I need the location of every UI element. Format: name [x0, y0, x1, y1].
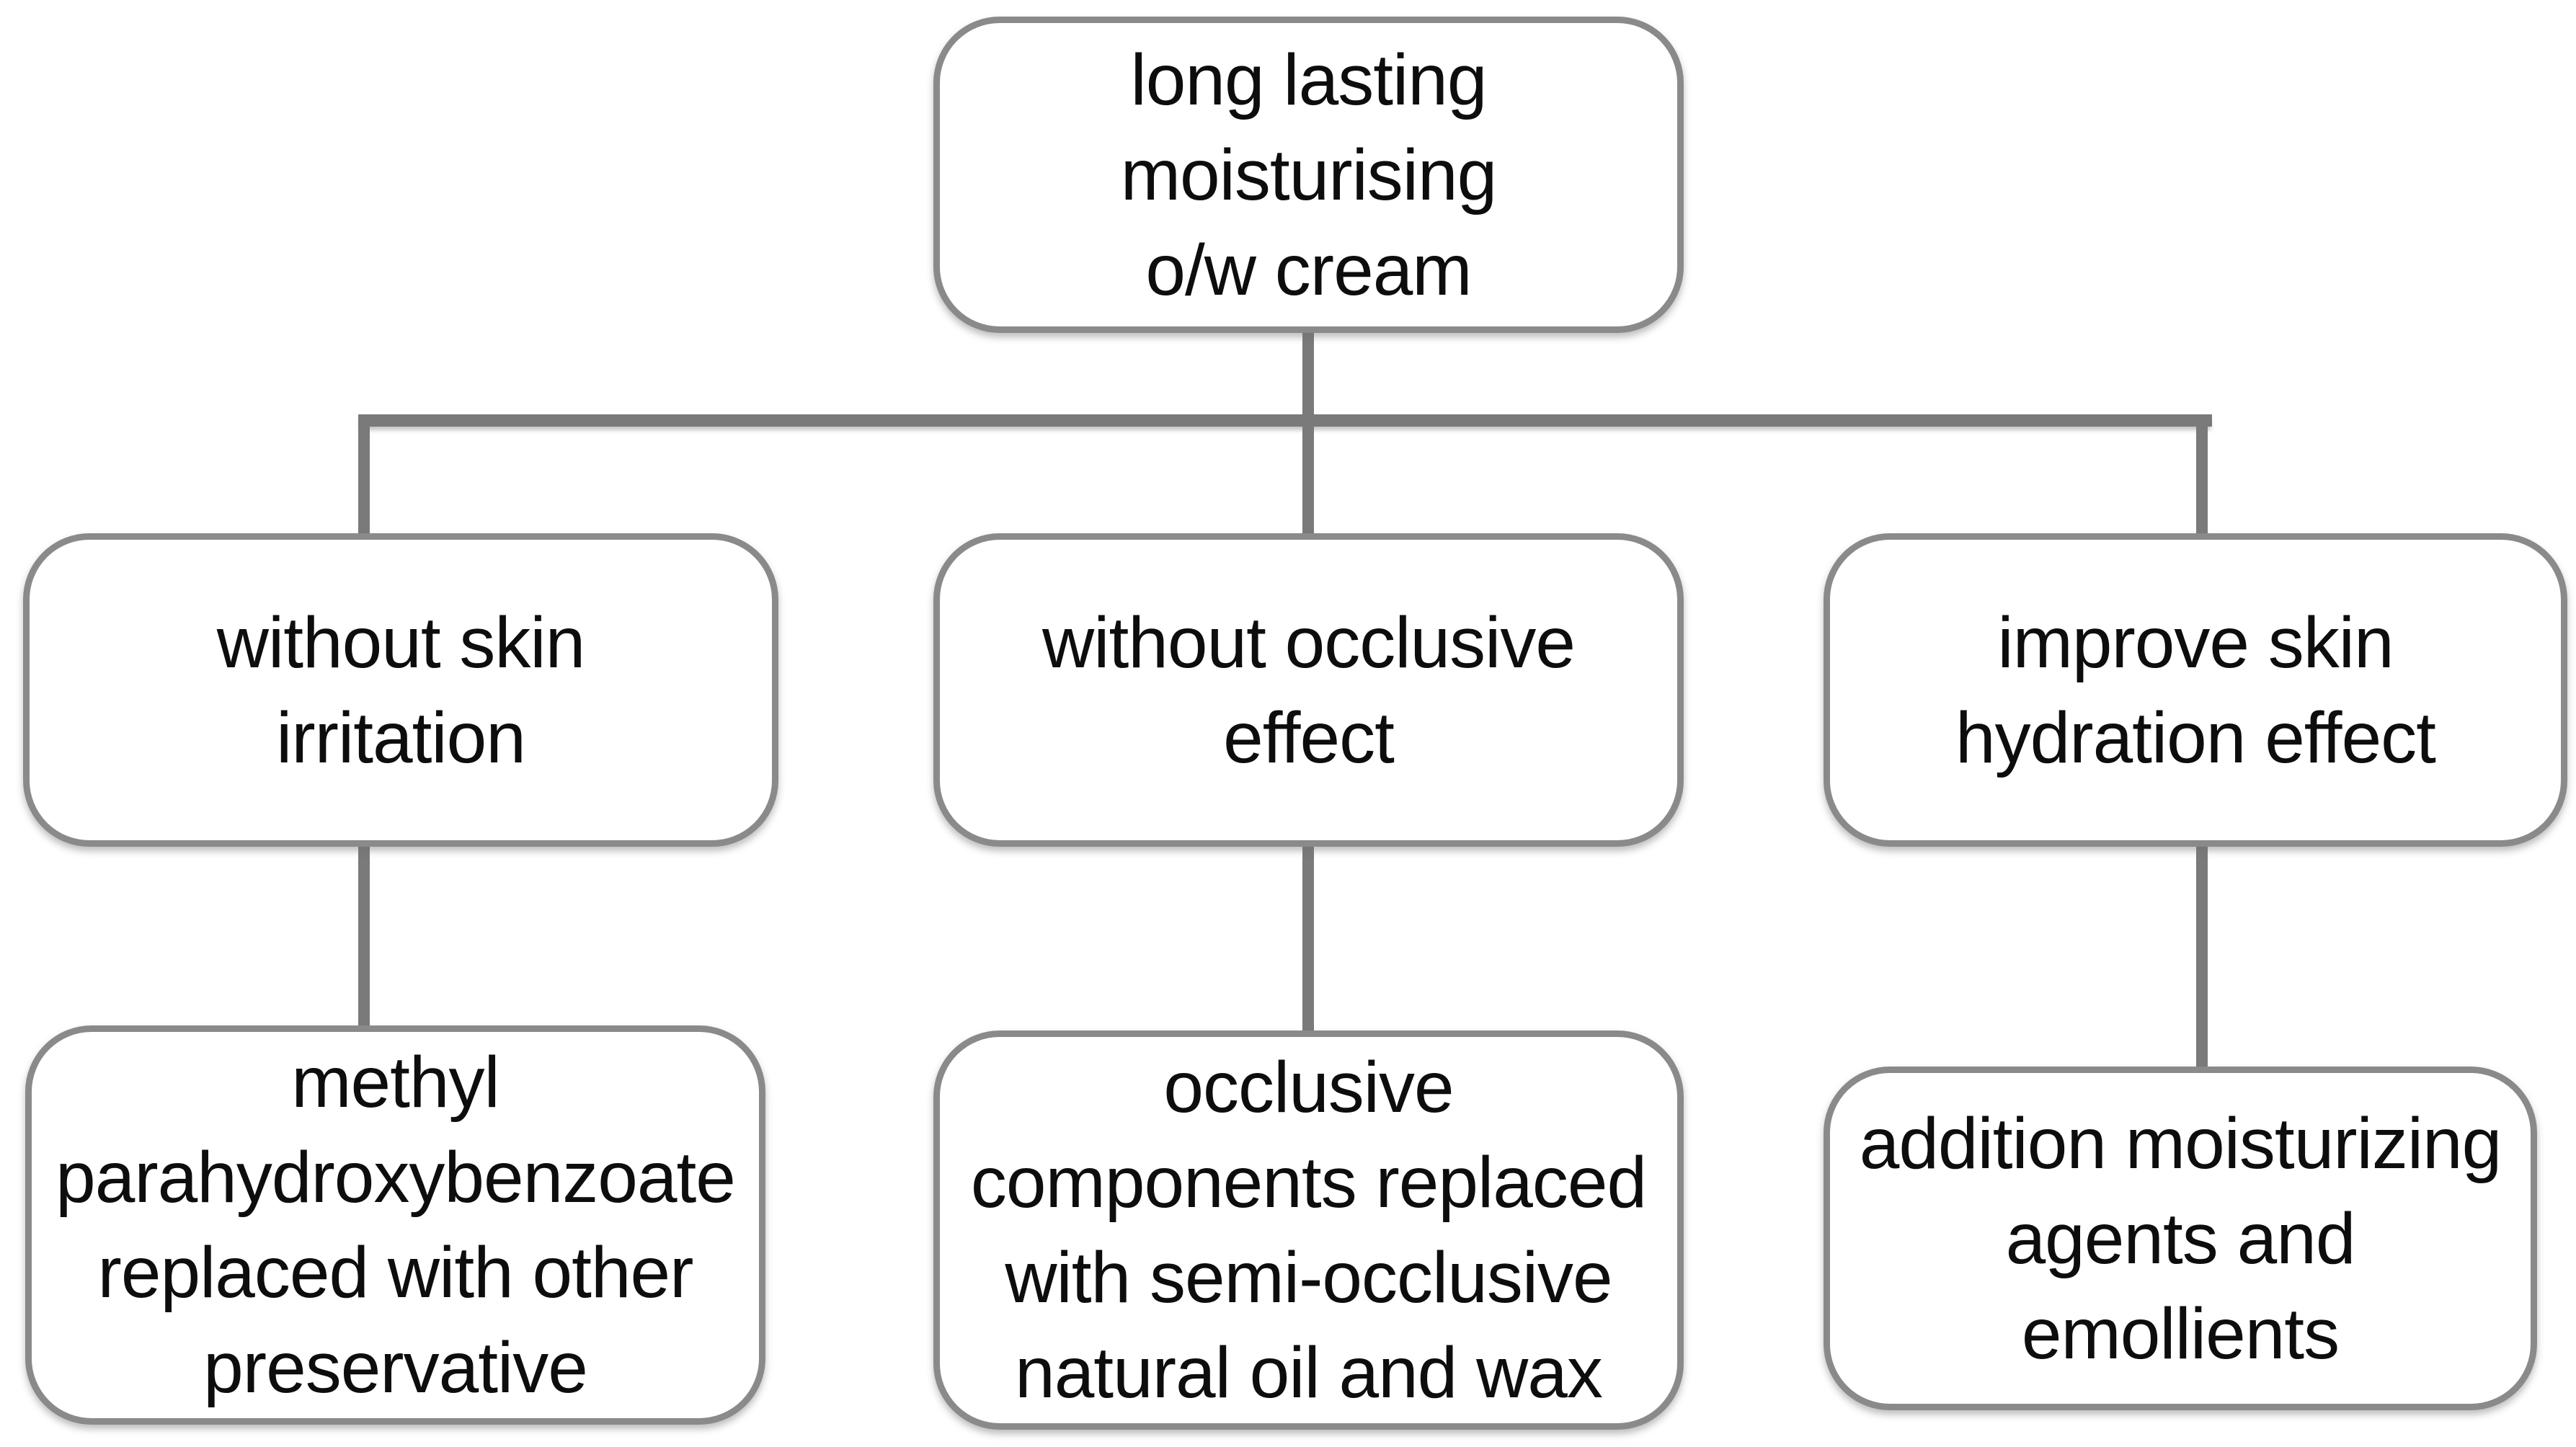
connector-branch3-leaf3 [2196, 842, 2208, 1072]
connector-drop-right [2196, 414, 2208, 538]
node-text-line: natural oil and wax [1015, 1332, 1603, 1413]
node-text-line: improve skin [1997, 602, 2394, 683]
node-text-line: preservative [203, 1327, 588, 1408]
node-improve-skin-hydration-effect: improve skin hydration effect [1824, 533, 2567, 847]
node-text-line: occlusive [1163, 1047, 1454, 1128]
connector-drop-left [358, 414, 370, 538]
node-text-line: addition moisturizing [1859, 1103, 2502, 1184]
node-text-line: methyl [291, 1042, 500, 1123]
node-text-line: moisturising [1120, 134, 1497, 215]
node-without-skin-irritation: without skin irritation [23, 533, 778, 847]
connector-branch2-leaf2 [1302, 842, 1314, 1036]
node-text-line: hydration effect [1955, 697, 2436, 778]
node-methyl-parahydroxybenzoate-replaced: methyl parahydroxybenzoate replaced with… [25, 1025, 765, 1425]
node-text-line: irritation [276, 697, 526, 778]
node-text-line: without skin [216, 602, 585, 683]
node-text-line: long lasting [1130, 39, 1488, 120]
node-text-line: replaced with other [97, 1232, 694, 1313]
connector-root-stem [1302, 328, 1314, 427]
node-text-line: agents and [2005, 1198, 2356, 1279]
node-text-line: without occlusive [1042, 602, 1576, 683]
node-text-line: emollients [2021, 1293, 2340, 1374]
connector-drop-center [1302, 425, 1314, 538]
node-without-occlusive-effect: without occlusive effect [933, 533, 1684, 847]
node-text-line: o/w cream [1145, 229, 1472, 311]
node-text-line: components replaced [970, 1142, 1647, 1223]
node-text-line: effect [1223, 697, 1395, 778]
connector-branch1-leaf1 [358, 842, 370, 1030]
node-text-line: parahydroxybenzoate [55, 1137, 736, 1218]
node-occlusive-components-replaced: occlusive components replaced with semi-… [933, 1030, 1684, 1430]
node-addition-moisturizing-agents: addition moisturizing agents and emollie… [1824, 1067, 2537, 1410]
connector-horizontal-bar [358, 414, 2212, 427]
node-text-line: with semi-occlusive [1005, 1237, 1612, 1318]
node-long-lasting-moisturising-cream: long lasting moisturising o/w cream [933, 17, 1684, 333]
